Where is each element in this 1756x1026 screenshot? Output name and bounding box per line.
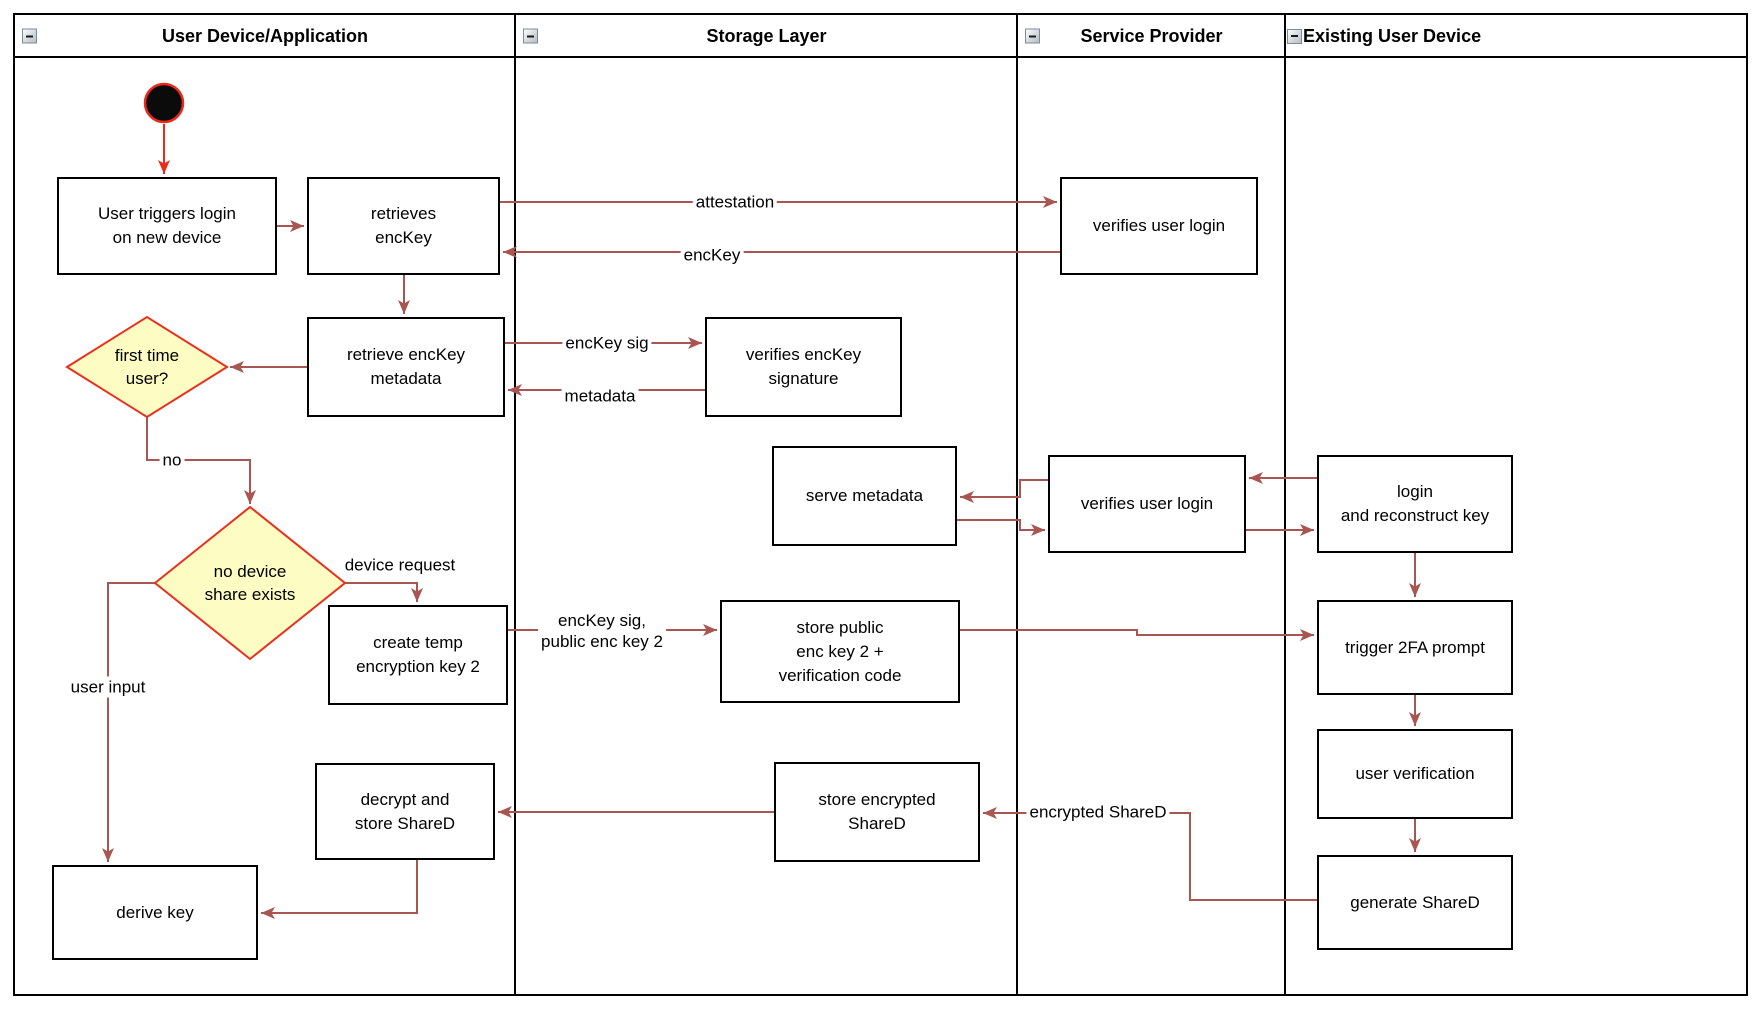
node-verifies-user-login-mid[interactable]: verifies user login	[1048, 455, 1246, 553]
lane-title: Storage Layer	[706, 25, 827, 46]
edge-store-public-to-trigger-2fa	[960, 629, 1314, 641]
decision-label-no-device-share: no device share exists	[165, 553, 335, 613]
node-create-temp-encryption-key[interactable]: create temp encryption key 2	[328, 605, 508, 705]
node-label-line: verifies encKey	[745, 345, 862, 364]
edge-label-line: encKey sig,	[558, 611, 646, 630]
node-label-line: create temp	[373, 633, 463, 652]
edge-label-metadata: metadata	[561, 385, 639, 407]
edge-label-enckey: encKey	[680, 244, 744, 266]
edge-user-input-to-derive-key	[102, 582, 155, 862]
edge-label-enckey-sig-public: encKey sig, public enc key 2	[538, 610, 666, 652]
start-node[interactable]	[143, 82, 185, 124]
node-retrieves-enckey[interactable]: retrieves encKey	[307, 177, 500, 275]
edge-label-device-request: device request	[341, 554, 459, 576]
minus-glyph	[527, 35, 534, 37]
edge-serve-metadata-to-verifies-login	[957, 519, 1045, 536]
node-trigger-2fa-prompt[interactable]: trigger 2FA prompt	[1317, 600, 1513, 695]
node-label-line: verifies user login	[1092, 216, 1226, 235]
lane-title: User Device/Application	[161, 25, 369, 46]
decision-no-device-share[interactable]	[153, 505, 347, 661]
node-label-line: share exists	[204, 585, 296, 604]
node-verifies-user-login-top[interactable]: verifies user login	[1060, 177, 1258, 275]
node-label-line: user?	[125, 369, 169, 388]
lane-header-service-provider[interactable]: Service Provider	[1018, 16, 1285, 56]
lane-title: Service Provider	[1080, 25, 1223, 46]
node-label-line: retrieves	[370, 204, 437, 223]
node-label-line: no device	[213, 562, 287, 581]
lane-header-existing-user-device[interactable]: Existing User Device	[1287, 16, 1745, 56]
node-login-and-reconstruct-key[interactable]: login and reconstruct key	[1317, 455, 1513, 553]
lane-header-storage-layer[interactable]: Storage Layer	[516, 16, 1017, 56]
collapse-lane-icon[interactable]	[1025, 28, 1040, 44]
node-label-line: enc key 2 +	[796, 641, 884, 661]
decision-label-first-time-user: first time user?	[87, 337, 207, 397]
minus-glyph	[1029, 35, 1036, 37]
edge-device-request-to-create-temp	[345, 582, 423, 602]
node-label-line: derive key	[116, 902, 194, 922]
node-label-line: store ShareD	[354, 813, 456, 833]
decision-first-time-user[interactable]	[65, 315, 229, 419]
edge-no-to-no-device-share	[146, 417, 256, 504]
minus-glyph	[1291, 35, 1298, 37]
node-label-line: and reconstruct key	[1340, 506, 1490, 525]
node-label-line: retrieve encKey	[346, 345, 466, 364]
node-decrypt-store-shared[interactable]: decrypt and store ShareD	[315, 763, 495, 860]
node-label-line: ShareD	[848, 814, 906, 833]
node-label-line: metadata	[370, 369, 442, 388]
node-retrieve-enckey-metadata[interactable]: retrieve encKey metadata	[307, 317, 505, 417]
edge-label-enckey-sig: encKey sig	[562, 332, 652, 354]
node-label-line: serve metadata	[805, 486, 924, 505]
minus-glyph	[26, 35, 33, 37]
node-derive-key[interactable]: derive key	[52, 865, 258, 960]
collapse-lane-icon[interactable]	[22, 28, 37, 44]
node-verifies-enckey-signature[interactable]: verifies encKey signature	[705, 317, 902, 417]
node-store-public-enc-key[interactable]: store public enc key 2 + verification co…	[720, 600, 960, 703]
node-label-line: User triggers login	[98, 204, 236, 223]
edge-label-line: public enc key 2	[541, 632, 663, 651]
edge-label-attestation: attestation	[692, 191, 778, 213]
edge-decrypt-store-to-derive-key	[261, 860, 418, 919]
edge-label-encrypted-shared: encrypted ShareD	[1026, 801, 1170, 823]
node-label-line: encryption key 2	[356, 657, 480, 676]
edge-label-user-input: user input	[67, 676, 149, 698]
collapse-lane-icon[interactable]	[1287, 28, 1302, 44]
edge-verifies-login-to-serve-metadata	[960, 479, 1048, 503]
node-user-triggers-login[interactable]: User triggers login on new device	[57, 177, 277, 275]
node-label-line: decrypt and	[360, 789, 450, 809]
lane-header-user-device[interactable]: User Device/Application	[15, 16, 515, 56]
node-label-line: trigger 2FA prompt	[1345, 637, 1485, 657]
edge-label-no: no	[159, 449, 185, 471]
node-label-line: generate ShareD	[1350, 892, 1480, 912]
node-label-line: store encrypted	[818, 790, 936, 809]
node-label-line: first time	[114, 346, 180, 365]
node-store-encrypted-shared[interactable]: store encrypted ShareD	[774, 762, 980, 862]
node-label-line: signature	[768, 369, 839, 388]
node-generate-shared[interactable]: generate ShareD	[1317, 855, 1513, 950]
node-serve-metadata[interactable]: serve metadata	[772, 446, 957, 546]
collapse-lane-icon[interactable]	[523, 28, 538, 44]
node-user-verification[interactable]: user verification	[1317, 729, 1513, 819]
lane-title: Existing User Device	[1303, 25, 1482, 46]
node-label-line: user verification	[1355, 764, 1475, 783]
node-label-line: store public	[796, 617, 884, 637]
node-label-line: verification code	[778, 665, 902, 685]
node-label-line: verifies user login	[1080, 494, 1214, 513]
node-label-line: on new device	[112, 228, 222, 247]
node-label-line: login	[1397, 482, 1433, 501]
node-label-line: encKey	[375, 228, 432, 247]
